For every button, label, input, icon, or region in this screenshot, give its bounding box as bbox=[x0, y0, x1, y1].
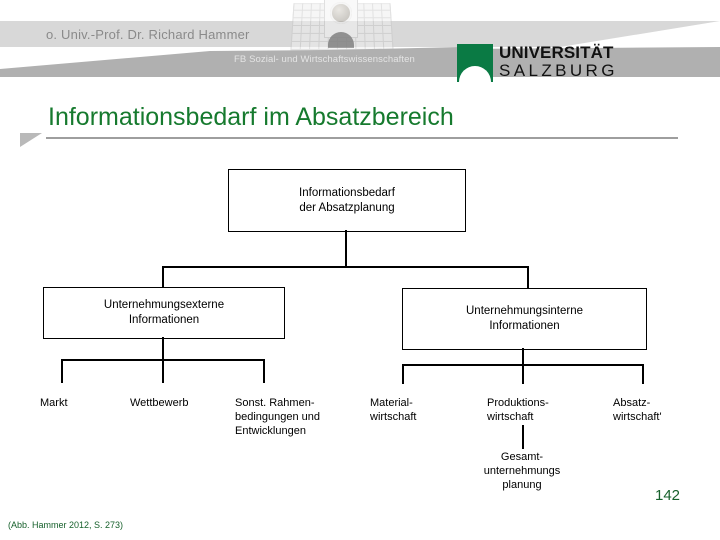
connector-ext-stem bbox=[162, 337, 164, 360]
title-marker-icon bbox=[20, 133, 42, 147]
connector-int-drop-produktion bbox=[522, 364, 524, 384]
source-citation: (Abb. Hammer 2012, S. 273) bbox=[8, 520, 124, 530]
leaf-sonstige-rahmenbedingungen: Sonst. Rahmen- bedingungen und Entwicklu… bbox=[235, 397, 321, 437]
leaf-absatzwirtschaft: Absatz- wirtschaft' bbox=[613, 397, 662, 423]
connector-root-stem bbox=[345, 230, 347, 267]
page-number: 142 bbox=[655, 487, 681, 504]
leaf-materialwirtschaft: Material- wirtschaft bbox=[370, 397, 417, 423]
logo-line-universitaet: UNIVERSITÄT bbox=[499, 43, 614, 62]
connector-ext-drop-markt bbox=[61, 359, 63, 383]
connector-int-drop-absatz bbox=[642, 364, 644, 384]
node-ext-line2: Informationen bbox=[128, 314, 200, 326]
connector-gesamtplanung-stem bbox=[522, 425, 524, 449]
university-building-icon bbox=[284, 0, 400, 51]
connector-level1-bus bbox=[162, 266, 528, 268]
leaf-markt: Markt bbox=[40, 397, 68, 409]
node-ext-line1: Unternehmungsexterne bbox=[103, 299, 225, 311]
connector-ext-drop-sonstige bbox=[263, 359, 265, 383]
slide-header: o. Univ.-Prof. Dr. Richard Hammer FB Soz… bbox=[0, 0, 720, 95]
connector-int-drop-material bbox=[402, 364, 404, 384]
node-unternehmungsinterne-informationen: Unternehmungsinterne Informationen bbox=[402, 288, 647, 350]
connector-level1-left-drop bbox=[162, 266, 164, 288]
connector-level1-right-drop bbox=[527, 266, 529, 288]
node-int-line2: Informationen bbox=[489, 320, 560, 332]
node-root-line1: Informationsbedarf bbox=[299, 186, 395, 199]
university-logo: UNIVERSITÄT SALZBURG bbox=[457, 43, 632, 84]
leaf-wettbewerb: Wettbewerb bbox=[130, 397, 189, 409]
page-title: Informationsbedarf im Absatzbereich bbox=[48, 103, 454, 131]
leaf-gesamtunternehmungsplanung: Gesamt- unternehmungs planung bbox=[483, 451, 561, 491]
leaf-produktionswirtschaft: Produktions- wirtschaft bbox=[487, 397, 549, 423]
title-divider bbox=[46, 137, 678, 139]
node-root-line2: der Absatzplanung bbox=[299, 201, 395, 214]
logo-line-salzburg: SALZBURG bbox=[499, 61, 618, 80]
connector-ext-drop-wettbewerb bbox=[162, 359, 164, 383]
connector-int-stem bbox=[522, 348, 524, 366]
faculty-name: FB Sozial- und Wirtschaftswissenschaften bbox=[234, 54, 415, 65]
professor-name: o. Univ.-Prof. Dr. Richard Hammer bbox=[46, 27, 250, 42]
node-informationsbedarf-absatzplanung: Informationsbedarf der Absatzplanung bbox=[228, 169, 466, 232]
node-int-line1: Unternehmungsinterne bbox=[466, 305, 583, 317]
node-unternehmungsexterne-informationen: Unternehmungsexterne Informationen bbox=[43, 287, 285, 339]
logo-mark-icon bbox=[457, 44, 493, 82]
